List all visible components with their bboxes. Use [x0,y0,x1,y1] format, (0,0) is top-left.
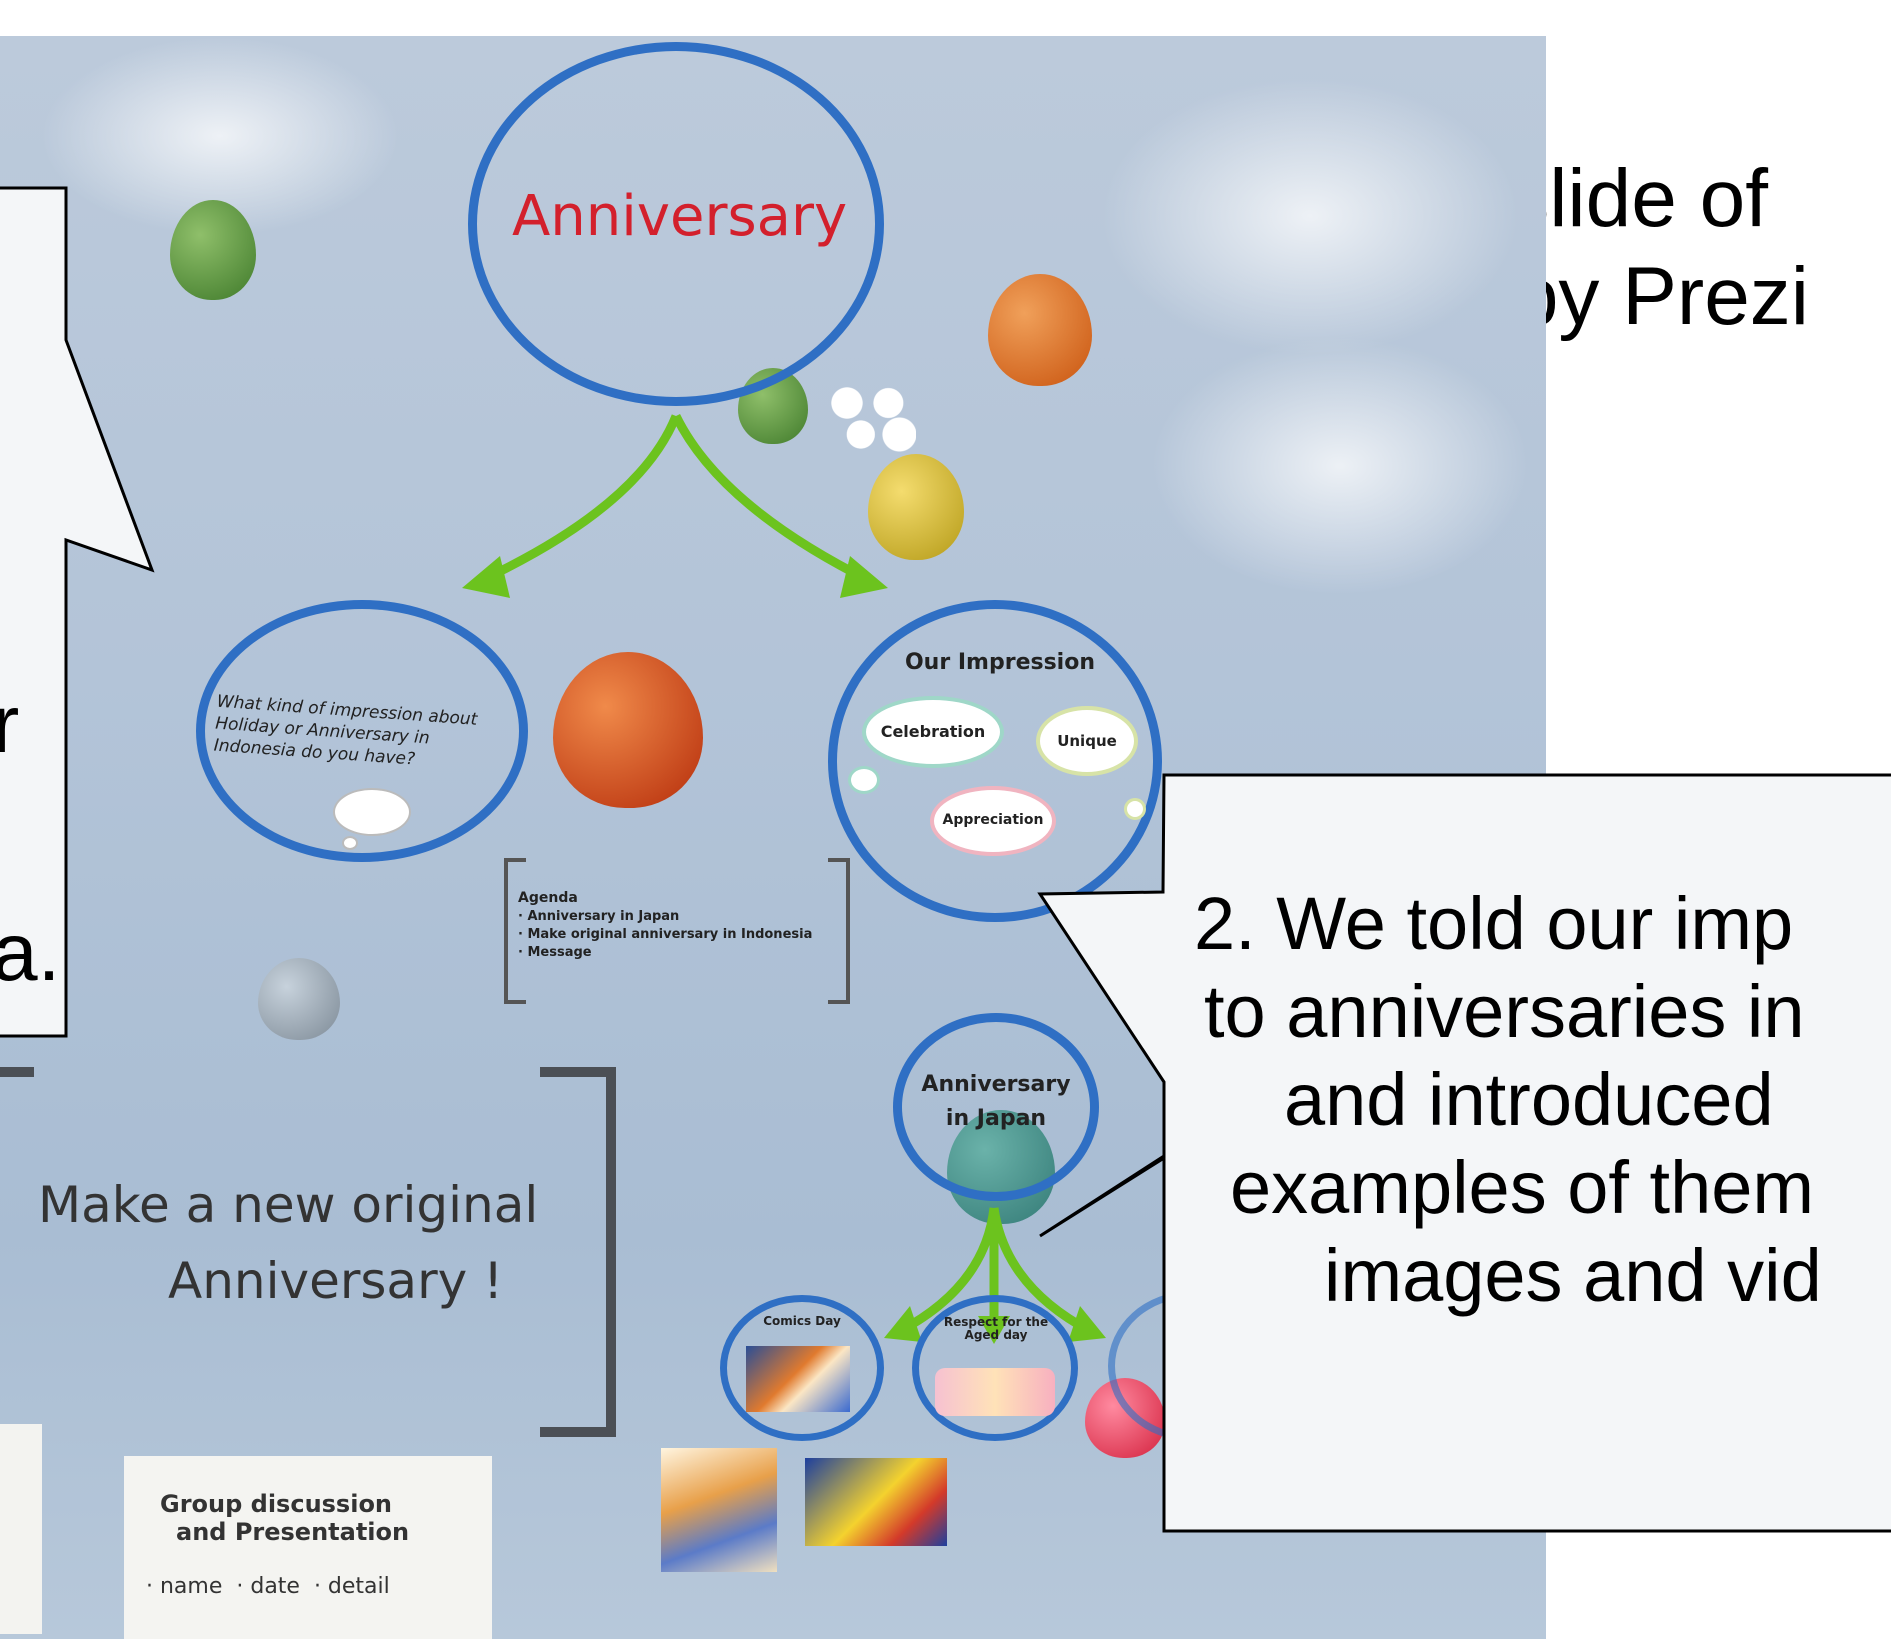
impression-title: Our Impression [904,650,1095,675]
left-card [0,1424,42,1634]
cloud [1150,336,1530,596]
impression-ring[interactable] [828,600,1162,922]
right-callout-line: to anniversaries in [1204,970,1805,1053]
japan-sub-label: Comics Day [763,1314,841,1328]
japan-sub-label: Respect for the Aged day [943,1315,1049,1342]
agenda-bracket-left [504,858,526,1004]
group-detail: · name · date · detail [146,1574,390,1599]
anime-poster-image [661,1448,777,1572]
left-callout-fragment-a: a. [0,907,61,998]
comics-day-ring[interactable] [720,1295,884,1441]
right-callout-line: examples of them [1230,1146,1815,1229]
agenda-bracket-right [828,858,850,1004]
question-ring[interactable] [196,600,528,862]
agenda-item: · Message [518,945,592,960]
group-title-line1: Group discussion [160,1490,393,1518]
thought-bubble [342,836,358,850]
conan-poster-image [805,1458,947,1546]
make-new-bracket-left [0,1067,34,1437]
left-callout-shape [0,186,155,1038]
right-callout-shape [1037,773,1891,1533]
orange-balloon [988,274,1092,386]
japan-title-line2: in Japan [945,1106,1047,1131]
yellow-balloon [868,454,964,560]
right-callout-line: 2. We told our imp [1194,882,1794,965]
left-callout-fragment-r: r [0,679,20,770]
aged-day-image [935,1368,1055,1416]
impression-item: Appreciation [942,812,1044,828]
make-new-line2: Anniversary ! [168,1252,504,1310]
agenda-item: · Anniversary in Japan [518,909,680,924]
impression-item: Unique [1057,732,1117,750]
appreciation-bubble [930,786,1056,856]
make-new-bracket-right [540,1067,616,1437]
right-callout-line: images and vid [1324,1234,1822,1317]
comics-image [746,1346,850,1412]
impression-item: Celebration [880,722,986,741]
cloud [1100,76,1520,356]
celebration-bubble [862,696,1004,768]
make-new-line1: Make a new original [38,1176,539,1234]
group-card[interactable] [124,1456,492,1639]
japan-ring[interactable] [893,1013,1099,1201]
right-callout-line: and introduced [1284,1058,1774,1141]
thought-bubble [848,766,880,794]
aged-day-ring[interactable] [912,1295,1078,1441]
red-balloon [553,652,703,808]
unique-bubble [1036,706,1138,776]
agenda-item: · Make original anniversary in Indonesia [518,927,813,942]
japan-title-line1: Anniversary [921,1072,1071,1097]
main-title: Anniversary [512,184,848,249]
thought-bubble [1124,798,1146,820]
green-balloon [170,200,256,300]
agenda-title: Agenda [518,890,578,906]
faces-sticker [824,382,916,452]
group-title-line2: and Presentation [176,1518,410,1546]
gray-balloon [258,958,340,1040]
thought-bubble [333,788,411,836]
anniversary-ring[interactable] [468,42,884,406]
right-callout-text: 2. We told our imp to anniversaries in a… [1164,880,1891,1320]
